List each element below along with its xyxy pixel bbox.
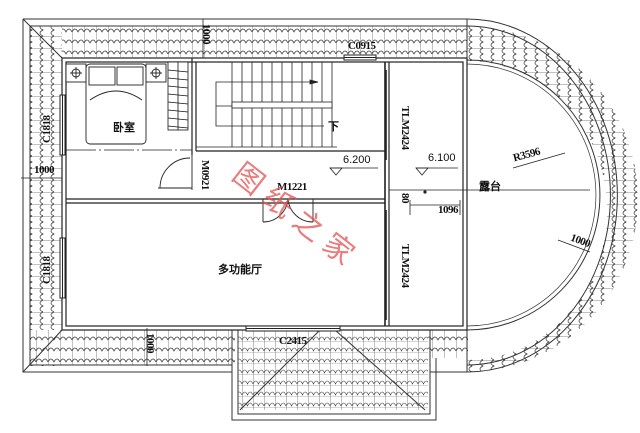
- dim-terrace-width: 1096: [438, 204, 459, 216]
- dim-top-eave: 1000: [200, 24, 212, 44]
- elevation-terrace: 6.100: [428, 152, 456, 164]
- window-code-left-upper: C1818: [41, 115, 53, 143]
- eave-tiles: [30, 26, 638, 410]
- dim-bottom-eave: 1000: [144, 333, 156, 353]
- window-code-top: C0915: [348, 40, 376, 52]
- room-label-bedroom: 卧室: [113, 121, 135, 134]
- stair-down-label: 下: [328, 120, 339, 133]
- windows: [59, 54, 377, 332]
- room-label-terrace: 露台: [479, 180, 501, 193]
- eave-outline: [22, 18, 618, 421]
- door-code-sliding-upper: TLM2424: [399, 106, 411, 150]
- doors: [158, 70, 387, 320]
- door-code-hall: M1221: [277, 181, 307, 193]
- room-label-multipurpose-hall: 多功能厅: [218, 263, 262, 276]
- staircase: [196, 62, 337, 148]
- elevation-stair-landing: 6.200: [343, 154, 371, 166]
- bed: [65, 63, 167, 145]
- dim-step-offset: 80: [399, 193, 411, 203]
- dimension-lines: [21, 19, 591, 366]
- dim-left-eave: 1000: [34, 164, 55, 176]
- door-code-bedroom: M0921: [199, 160, 211, 190]
- door-code-sliding-lower: TLM2424: [399, 244, 411, 288]
- wardrobe: [167, 61, 189, 131]
- window-code-bottom: C2415: [279, 335, 307, 347]
- window-code-left-lower: C1818: [41, 256, 53, 284]
